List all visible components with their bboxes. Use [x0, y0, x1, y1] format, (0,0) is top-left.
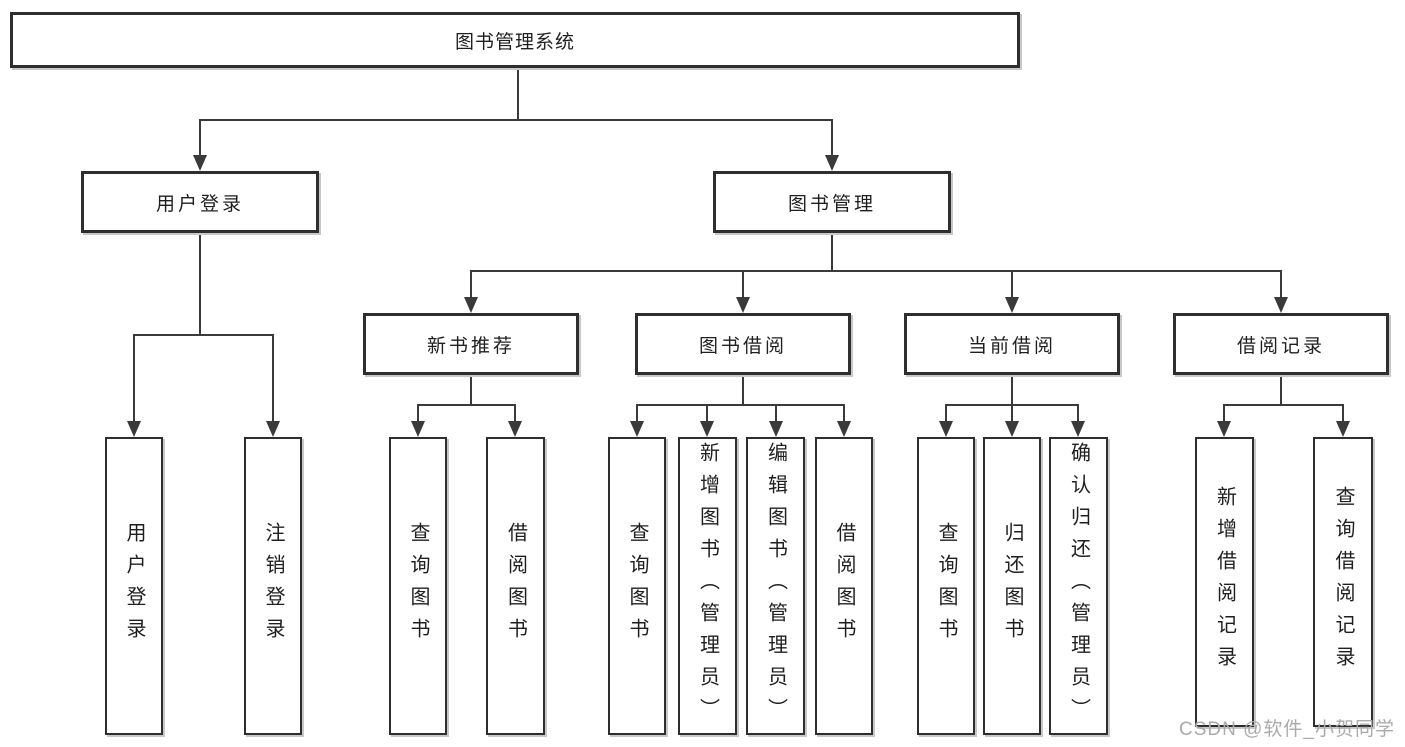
connector-line [517, 68, 519, 121]
connector-line [742, 270, 744, 298]
connector-line [775, 404, 777, 422]
connector-line [636, 404, 638, 422]
arrow-down-icon [266, 421, 280, 437]
connector-line [272, 334, 274, 422]
connector-line [1342, 404, 1344, 422]
arrow-down-icon [127, 421, 141, 437]
leaf-confirm-return-admin: 确认归还（管理员） [1049, 437, 1108, 735]
connector-line [199, 119, 201, 157]
leaf-label: 借阅图书 [833, 522, 855, 650]
connector-line [1280, 375, 1282, 406]
leaf-query-borrow-record: 查询借阅记录 [1313, 437, 1373, 727]
leaf-label: 查询借阅记录 [1332, 486, 1354, 678]
node-book-borrowing: 图书借阅 [635, 313, 851, 375]
node-book-management: 图书管理 [713, 171, 951, 233]
connector-line [199, 233, 201, 335]
arrow-down-icon [769, 421, 783, 437]
leaf-label: 注销登录 [262, 522, 284, 650]
leaf-query-books: 查询图书 [389, 437, 447, 735]
node-borrowing-records: 借阅记录 [1173, 313, 1389, 375]
node-library-management-system: 图书管理系统 [10, 12, 1020, 68]
connector-line [843, 404, 845, 422]
connector-line [1223, 404, 1225, 422]
node-new-book-recommendation: 新书推荐 [363, 313, 579, 375]
leaf-borrow-books: 借阅图书 [815, 437, 873, 735]
arrow-down-icon [700, 421, 714, 437]
node-current-borrowing: 当前借阅 [904, 313, 1120, 375]
leaf-query-books: 查询图书 [917, 437, 975, 735]
arrow-down-icon [837, 421, 851, 437]
csdn-watermark: CSDN @软件_小贺同学 [1179, 719, 1395, 740]
leaf-add-borrow-record: 新增借阅记录 [1195, 437, 1254, 727]
arrow-down-icon [464, 297, 478, 313]
arrow-down-icon [1005, 421, 1019, 437]
arrow-down-icon [193, 155, 207, 171]
connector-line [831, 233, 833, 272]
arrow-down-icon [939, 421, 953, 437]
connector-line [470, 270, 1282, 272]
connector-line [706, 404, 708, 422]
connector-line [831, 119, 833, 157]
connector-line [1011, 375, 1013, 406]
arrow-down-icon [1217, 421, 1231, 437]
connector-line [133, 334, 274, 336]
leaf-logout: 注销登录 [244, 437, 302, 735]
leaf-edit-books-admin: 编辑图书（管理员） [746, 437, 805, 735]
connector-line [636, 404, 845, 406]
leaf-label: 确认归还（管理员） [1067, 442, 1090, 730]
arrow-down-icon [1274, 297, 1288, 313]
connector-line [1011, 404, 1013, 422]
arrow-down-icon [508, 421, 522, 437]
arrow-down-icon [736, 297, 750, 313]
connector-line [1077, 404, 1079, 422]
leaf-label: 用户登录 [123, 522, 145, 650]
arrow-down-icon [630, 421, 644, 437]
leaf-return-books: 归还图书 [983, 437, 1041, 735]
leaf-label: 借阅图书 [504, 522, 527, 650]
leaf-label: 查询图书 [407, 522, 429, 650]
connector-line [1011, 270, 1013, 298]
leaf-borrow-books: 借阅图书 [486, 437, 545, 735]
connector-line [199, 119, 833, 121]
leaf-add-books-admin: 新增图书（管理员） [678, 437, 737, 735]
arrow-down-icon [1336, 421, 1350, 437]
arrow-down-icon [1005, 297, 1019, 313]
arrow-down-icon [411, 421, 425, 437]
connector-line [1223, 404, 1344, 406]
connector-line [1280, 270, 1282, 298]
leaf-label: 查询图书 [626, 522, 648, 650]
node-user-login: 用户登录 [81, 171, 319, 233]
arrow-down-icon [825, 155, 839, 171]
leaf-label: 编辑图书（管理员） [764, 442, 787, 730]
leaf-label: 归还图书 [1001, 522, 1023, 650]
leaf-query-books: 查询图书 [608, 437, 666, 735]
connector-line [742, 375, 744, 406]
connector-line [514, 404, 516, 422]
arrow-down-icon [1071, 421, 1085, 437]
leaf-label: 新增图书（管理员） [696, 442, 719, 730]
connector-line [417, 404, 516, 406]
leaf-user-login: 用户登录 [105, 437, 163, 735]
connector-line [470, 375, 472, 406]
connector-line [945, 404, 947, 422]
leaf-label: 新增借阅记录 [1213, 486, 1236, 678]
connector-line [417, 404, 419, 422]
leaf-label: 查询图书 [935, 522, 957, 650]
connector-line [133, 334, 135, 422]
connector-line [470, 270, 472, 298]
